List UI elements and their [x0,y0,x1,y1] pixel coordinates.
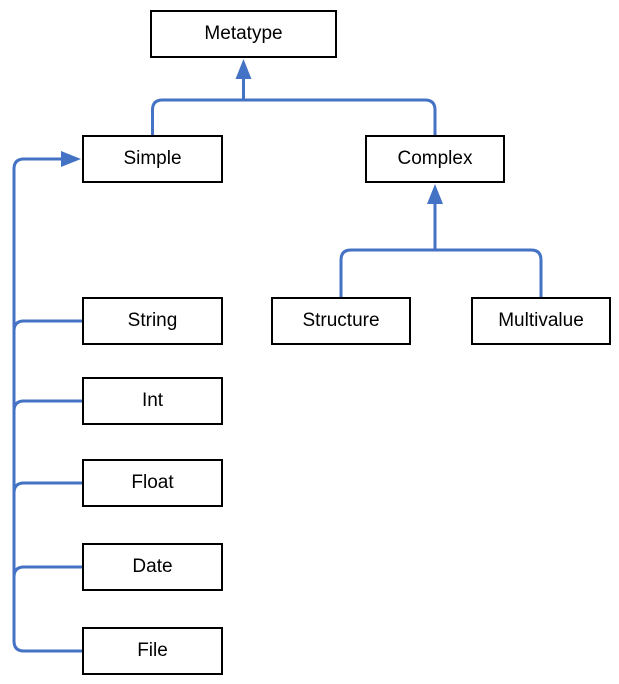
node-float-label: Float [131,472,174,493]
node-date: Date [82,543,223,591]
connector-simple-children [12,157,82,653]
connector-complex-children [339,203,543,297]
node-simple: Simple [82,135,223,183]
connector-metatype-children [151,78,437,135]
node-date-label: Date [132,556,173,577]
arrowhead-to-complex-icon [427,184,443,204]
node-structure: Structure [271,297,411,345]
node-string-label: String [127,310,178,331]
node-metatype-label: Metatype [204,23,283,44]
node-float: Float [82,459,223,507]
node-complex: Complex [365,135,505,183]
node-structure-label: Structure [302,310,380,331]
arrowhead-to-simple-icon [61,151,81,167]
node-int-label: Int [141,390,164,411]
node-multivalue: Multivalue [471,297,611,345]
node-simple-label: Simple [123,148,182,169]
node-int: Int [82,377,223,425]
node-file-label: File [137,640,168,661]
node-metatype: Metatype [150,10,337,58]
node-multivalue-label: Multivalue [498,310,584,331]
node-string: String [82,297,223,345]
arrowhead-to-metatype-icon [235,59,252,79]
node-file: File [82,627,223,675]
node-complex-label: Complex [397,148,473,169]
